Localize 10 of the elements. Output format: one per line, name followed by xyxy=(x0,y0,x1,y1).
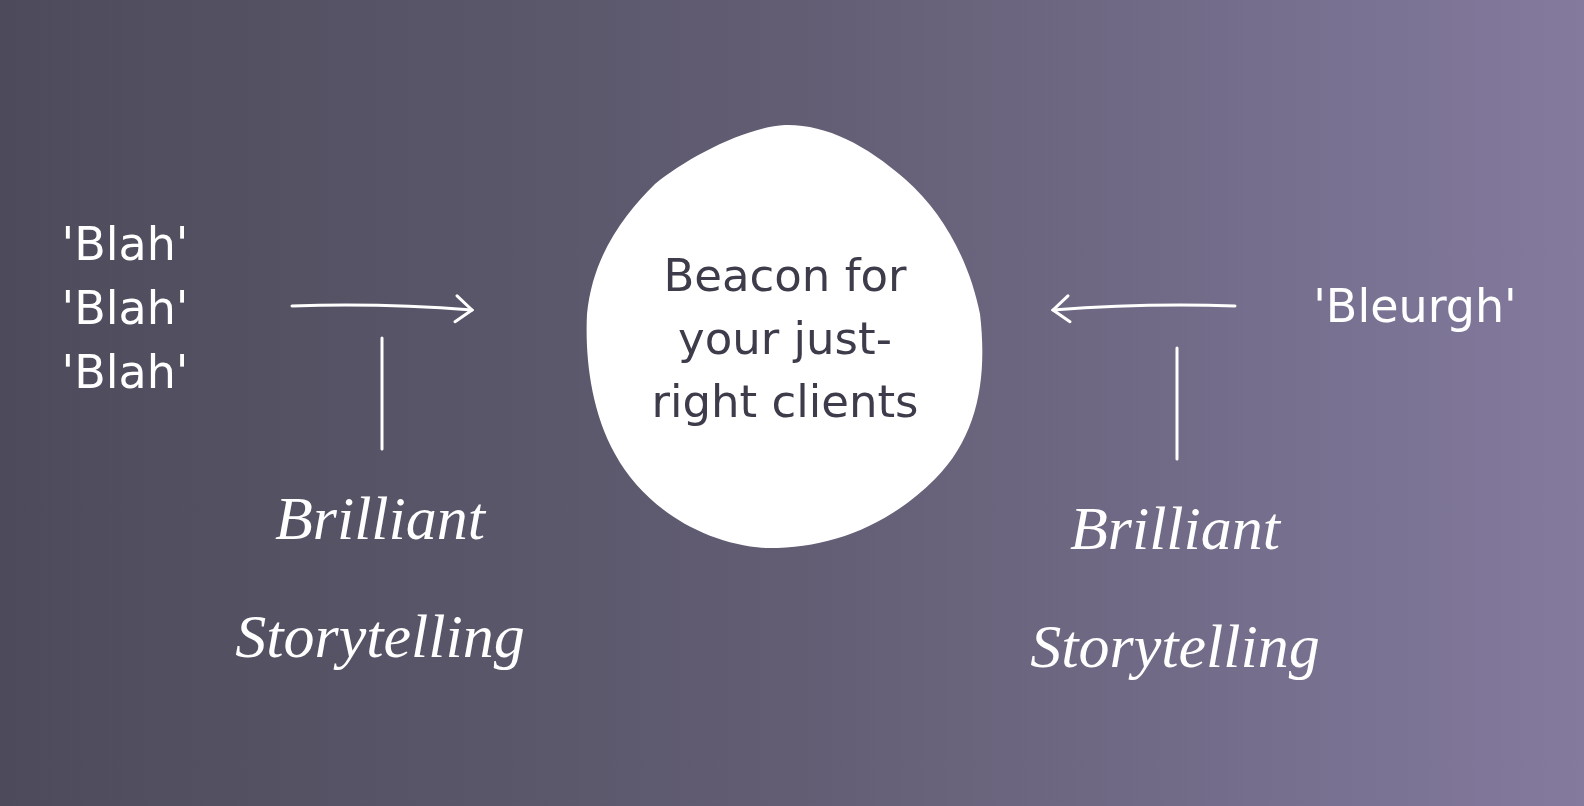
node-text: 'Bleurgh' xyxy=(1312,278,1518,335)
leader-line xyxy=(1175,346,1179,461)
script-text: Brilliant Storytelling xyxy=(234,483,526,672)
node-text: Beacon for your just-right clients xyxy=(650,248,920,430)
leader-line xyxy=(380,336,384,451)
circle-blob xyxy=(585,124,985,549)
script-text: Brilliant Storytelling xyxy=(1029,493,1321,682)
arrow xyxy=(290,294,474,324)
node-text: 'Blah' 'Blah' 'Blah' xyxy=(60,216,190,401)
arrow xyxy=(1051,294,1237,324)
